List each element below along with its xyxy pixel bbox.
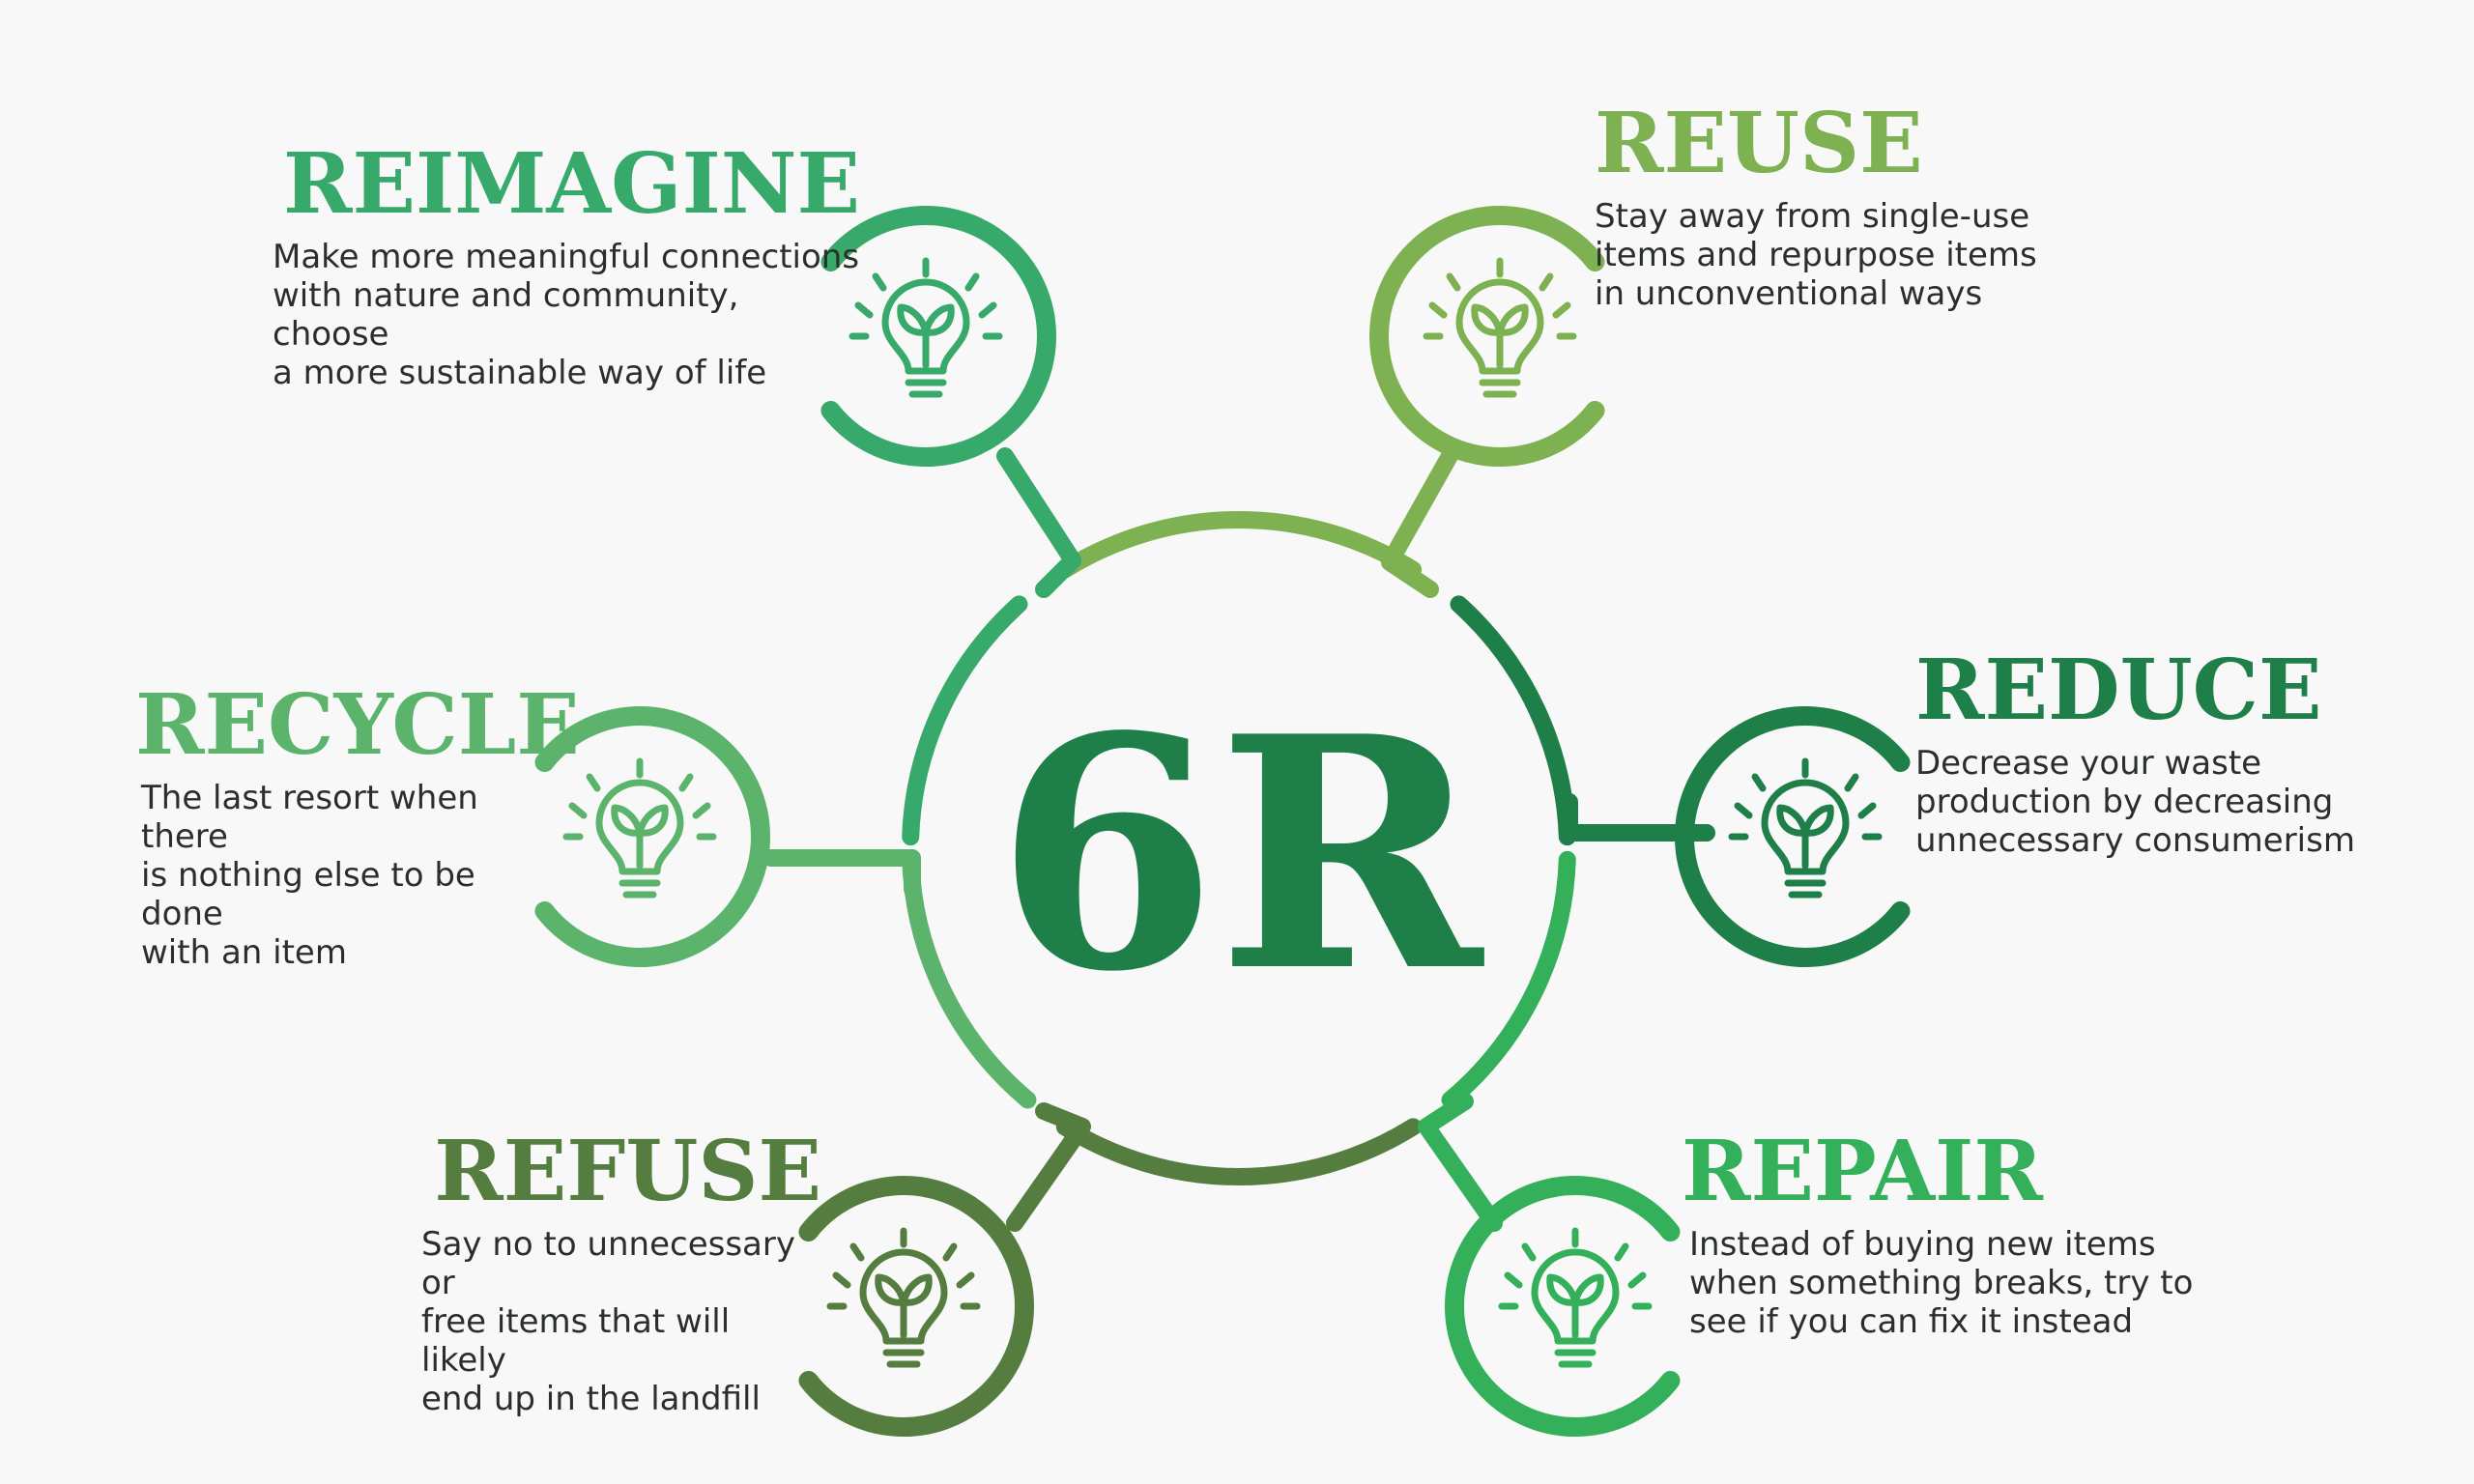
node-recycle — [534, 706, 770, 967]
item-title-repair: REPAIR — [1682, 1123, 2043, 1220]
lightbulb-leaf-icon — [562, 757, 717, 899]
node-reduce — [1675, 706, 1911, 967]
item-desc-reduce: Decrease your waste production by decrea… — [1915, 744, 2355, 860]
ring-segment-refuse — [1055, 1118, 1423, 1185]
node-ring-reduce — [1675, 706, 1911, 967]
lightbulb-leaf-icon — [1498, 1227, 1653, 1368]
central-ring — [902, 511, 1576, 1185]
lightbulb-leaf-icon — [1423, 257, 1577, 398]
connector-reuse — [1381, 447, 1458, 598]
node-ring-reuse — [1369, 206, 1605, 467]
nodes — [534, 206, 1911, 1437]
item-desc-repair: Instead of buying new items when somethi… — [1689, 1225, 2194, 1341]
item-title-refuse: REFUSE — [434, 1123, 821, 1220]
item-reuse: REUSE Stay away from single-use items an… — [1595, 95, 2271, 314]
connector-refuse — [1006, 1102, 1091, 1232]
item-desc-reimagine: Make more meaningful connections with na… — [273, 238, 860, 392]
item-title-reduce: REDUCE — [1915, 642, 2322, 739]
item-recycle: RECYCLE The last resort when there is no… — [135, 676, 580, 973]
item-refuse: REFUSE Say no to unnecessary or free ite… — [406, 1123, 821, 1419]
item-reduce: REDUCE Decrease your waste production by… — [1915, 642, 2437, 861]
item-reimagine: REIMAGINE Make more meaningful connectio… — [261, 135, 860, 393]
ring-segment-reuse — [1055, 511, 1423, 579]
item-title-reimagine: REIMAGINE — [282, 135, 860, 233]
connector-recycle — [762, 849, 921, 898]
connectors — [762, 447, 1715, 1232]
node-ring-recycle — [534, 706, 770, 967]
connector-repair — [1418, 1093, 1503, 1232]
connector-reduce — [1561, 793, 1715, 842]
node-repair — [1445, 1176, 1681, 1437]
item-title-recycle: RECYCLE — [135, 676, 580, 774]
center-label: 6R — [995, 667, 1486, 1042]
node-ring-refuse — [798, 1176, 1034, 1437]
item-desc-refuse: Say no to unnecessary or free items that… — [421, 1225, 795, 1418]
lightbulb-leaf-icon — [826, 1227, 981, 1368]
ring-segment-reimagine — [902, 595, 1028, 846]
node-ring-repair — [1445, 1176, 1681, 1437]
node-reimagine — [820, 206, 1056, 467]
lightbulb-leaf-icon — [849, 257, 1003, 398]
item-desc-reuse: Stay away from single-use items and repu… — [1595, 197, 2037, 313]
node-reuse — [1369, 206, 1605, 467]
connector-reimagine — [996, 447, 1081, 598]
item-repair: REPAIR Instead of buying new items when … — [1682, 1123, 2223, 1342]
item-desc-recycle: The last resort when there is nothing el… — [141, 779, 478, 972]
item-title-reuse: REUSE — [1595, 95, 1923, 192]
node-ring-reimagine — [820, 206, 1056, 467]
lightbulb-leaf-icon — [1728, 757, 1883, 899]
ring-segment-repair — [1441, 850, 1576, 1109]
node-refuse — [798, 1176, 1034, 1437]
